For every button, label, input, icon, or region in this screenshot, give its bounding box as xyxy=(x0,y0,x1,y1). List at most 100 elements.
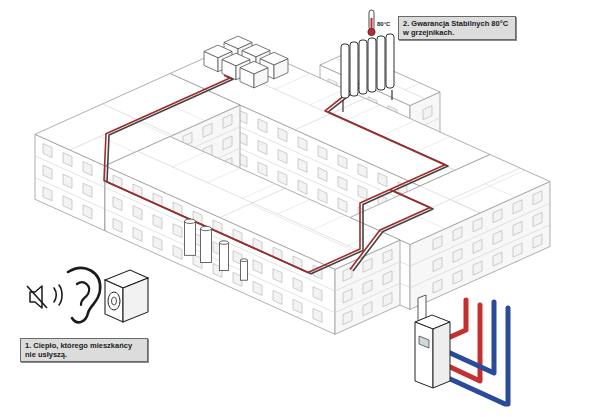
window xyxy=(258,119,267,133)
room-wall xyxy=(250,204,365,256)
window xyxy=(113,197,122,211)
window xyxy=(253,260,262,274)
window xyxy=(378,173,387,187)
room-wall xyxy=(313,215,346,230)
window xyxy=(383,271,392,285)
indoor-unit xyxy=(415,295,508,404)
buffer-tank xyxy=(220,243,229,271)
window xyxy=(173,224,182,238)
window xyxy=(63,174,72,188)
window xyxy=(318,167,327,181)
tank-lid xyxy=(220,241,229,245)
tank-lid xyxy=(185,219,196,223)
ear-inner xyxy=(77,282,89,305)
window xyxy=(513,200,522,214)
air-duct xyxy=(418,295,426,321)
callout-text: 1. Ciepło, którego mieszkańcy nie usłysz… xyxy=(25,341,143,359)
room-wall xyxy=(450,200,480,214)
room-wall xyxy=(170,105,205,121)
window xyxy=(313,308,322,322)
window xyxy=(533,234,542,248)
room-wall xyxy=(208,168,241,183)
ear-outline xyxy=(68,268,100,322)
radiator-column xyxy=(341,44,349,98)
window xyxy=(43,165,52,179)
window xyxy=(223,136,232,150)
thermometer-tube xyxy=(369,10,374,30)
radiator-column xyxy=(386,34,394,88)
radiator-column xyxy=(350,42,358,96)
room-wall xyxy=(220,188,285,217)
heating-pipe xyxy=(350,190,430,270)
fan-hub xyxy=(112,297,117,305)
window xyxy=(433,236,442,250)
window xyxy=(133,206,142,220)
window xyxy=(363,258,372,272)
window xyxy=(453,270,462,284)
building-roof xyxy=(204,45,232,58)
window xyxy=(453,227,462,241)
window xyxy=(63,153,72,167)
callout-text: 2. Gwarancja Stabilnych 80°C w grzejnika… xyxy=(403,19,511,37)
window xyxy=(113,218,122,232)
return-pipe xyxy=(448,302,494,373)
room-wall xyxy=(455,170,525,202)
window xyxy=(493,252,502,266)
thermometer-icon xyxy=(368,10,375,36)
window xyxy=(273,290,282,304)
window xyxy=(83,183,92,197)
window xyxy=(173,245,182,259)
silence-icon xyxy=(27,268,100,322)
window xyxy=(358,164,367,178)
room-wall xyxy=(205,58,455,171)
supply-pipe xyxy=(448,300,466,338)
window xyxy=(293,278,302,292)
room-wall xyxy=(415,215,445,229)
room-wall xyxy=(138,151,368,255)
window xyxy=(258,140,267,154)
callout-box: 1. Ciepło, którego mieszkańcy nie usłysz… xyxy=(20,338,148,362)
room-wall xyxy=(405,83,420,90)
building-roof xyxy=(260,52,288,65)
fan-grille xyxy=(108,292,120,310)
buffer-tank xyxy=(185,221,196,255)
window xyxy=(513,221,522,235)
room-wall xyxy=(345,105,380,121)
window xyxy=(343,289,352,303)
radiator-column xyxy=(377,36,385,90)
radiator-icon xyxy=(341,34,394,112)
window xyxy=(278,171,287,185)
unit-side xyxy=(123,278,148,322)
building-roof xyxy=(242,44,270,57)
window xyxy=(273,269,282,283)
window xyxy=(493,209,502,223)
building-roof xyxy=(224,36,252,49)
buffer-tank xyxy=(241,260,248,280)
room-wall xyxy=(135,121,170,137)
window xyxy=(493,230,502,244)
window xyxy=(363,280,372,294)
window xyxy=(253,281,262,295)
window xyxy=(338,155,347,169)
unit-display xyxy=(419,336,429,348)
room-wall xyxy=(330,114,455,170)
window xyxy=(83,205,92,219)
unit-side xyxy=(433,322,450,388)
window xyxy=(298,158,307,172)
window xyxy=(203,123,212,137)
window xyxy=(258,162,267,176)
window xyxy=(133,227,142,241)
window xyxy=(153,236,162,250)
room-wall xyxy=(173,152,206,167)
window xyxy=(298,137,307,151)
radiator-column xyxy=(359,40,367,94)
window xyxy=(278,128,287,142)
temperature-label: 80°C xyxy=(377,21,390,27)
window xyxy=(338,176,347,190)
buffer-tank xyxy=(201,229,212,263)
supply-pipe xyxy=(448,305,480,381)
unit-front xyxy=(105,280,123,322)
window xyxy=(383,249,392,263)
heating-pipe xyxy=(218,83,445,272)
